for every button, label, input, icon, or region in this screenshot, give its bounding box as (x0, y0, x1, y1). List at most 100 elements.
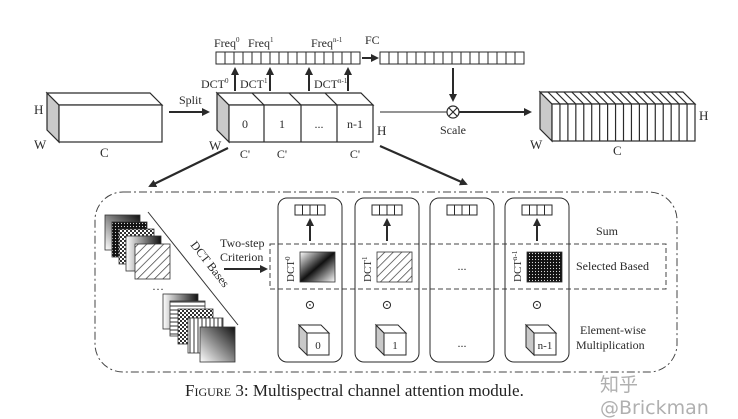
vector-cell (521, 204, 530, 216)
odot-icon: ⊙ (305, 297, 316, 312)
vector-cell (454, 204, 463, 216)
cube-ellipsis: ... (458, 336, 467, 350)
vector-cell (529, 204, 538, 216)
vector-cell (332, 51, 343, 65)
vector-cell (514, 51, 525, 65)
dct-arrows (231, 67, 352, 91)
caption-text: Multispectral channel attention module. (248, 381, 524, 400)
scale-label: Scale (440, 123, 466, 137)
criterion-label-1: Two-step (220, 236, 264, 250)
vector-cell (469, 51, 480, 65)
vector-cell (278, 51, 289, 65)
vector-cell (433, 51, 444, 65)
vector-cell (496, 51, 507, 65)
vector-cell (294, 204, 303, 216)
detail-column: DCT0⊙0 (277, 197, 343, 363)
vector-cell (296, 51, 307, 65)
vector-cell (442, 51, 453, 65)
freq-label-n-1: Freqn-1 (311, 36, 343, 50)
criterion-label-2: Criterion (220, 250, 263, 264)
input-w-label: W (34, 137, 47, 152)
input-c-label: C (100, 145, 109, 160)
vector-cell (317, 204, 326, 216)
dct-label-n-1: DCTn-1 (314, 77, 348, 91)
split-h-label: H (377, 123, 386, 138)
elementwise-label-1: Element-wise (580, 323, 646, 337)
split-w-label: W (209, 138, 222, 153)
vector-cell (415, 51, 426, 65)
vector-cell (505, 51, 516, 65)
channel-cube (383, 332, 407, 356)
detail-column: DCTn-1⊙n-1 (504, 197, 570, 363)
vector-cell (350, 51, 361, 65)
watermark: 知乎 @Brickman (600, 374, 709, 419)
column-dct-label: DCTn-1 (511, 250, 524, 282)
output-tensor (538, 90, 697, 143)
vector-cell (269, 51, 280, 65)
vector-cell (287, 51, 298, 65)
vector-cell (478, 51, 489, 65)
vector-cell (341, 51, 352, 65)
vector-cell (460, 51, 471, 65)
split-label: Split (179, 93, 202, 107)
vector-cell (302, 204, 311, 216)
split-part-n-1: n-1 (347, 117, 363, 131)
output-h-label: H (699, 108, 708, 123)
vector-cell (388, 51, 399, 65)
vector-cell (251, 51, 262, 65)
detail-panel (94, 191, 678, 373)
split-c-label-1: C' (277, 147, 287, 161)
vector-cell (544, 204, 553, 216)
odot-icon: ⊙ (382, 297, 393, 312)
vector-cell (224, 51, 235, 65)
selected-band (269, 243, 667, 290)
vector-cell (406, 51, 417, 65)
split-part-0: 0 (242, 117, 248, 131)
split-c-label-2: C' (350, 147, 360, 161)
channel-cube (306, 332, 330, 356)
vector-cell (451, 51, 462, 65)
dct-bases-bracket (147, 211, 239, 326)
column-box (429, 197, 495, 363)
vector-cell (461, 204, 470, 216)
vector-cell (469, 204, 478, 216)
vector-cell (260, 51, 271, 65)
column-box (277, 197, 343, 363)
dct-bases-stack (104, 214, 236, 363)
dct-basis-image (526, 251, 563, 283)
selected-label: Selected Based (576, 259, 649, 273)
split-part-ellipsis: ... (315, 117, 324, 131)
column-ellipsis: ... (458, 259, 467, 273)
vector-cell (424, 51, 435, 65)
vector-cell (305, 51, 316, 65)
dct-label-1: DCT1 (240, 77, 268, 91)
channel-cube (533, 332, 557, 356)
vector-cell (446, 204, 455, 216)
vector-cell (536, 204, 545, 216)
column-box (504, 197, 570, 363)
dct-label-0: DCT0 (201, 77, 229, 91)
freq-label-0: Freq0 (214, 36, 240, 50)
vector-cell (242, 51, 253, 65)
column-dct-label: DCT0 (284, 256, 297, 282)
frequency-vector (215, 51, 361, 65)
column-box (354, 197, 420, 363)
odot-icon: ⊙ (532, 297, 543, 312)
vector-cell (397, 51, 408, 65)
cube-label: 1 (392, 340, 398, 352)
dct-basis-image (299, 251, 336, 283)
detail-arrow-right (379, 144, 468, 186)
detail-column: DCT1⊙1 (354, 197, 420, 363)
fc-vector (379, 51, 525, 65)
input-h-label: H (34, 102, 43, 117)
split-part-1: 1 (279, 117, 285, 131)
scale-multiply-icon (446, 105, 460, 119)
vector-cell (371, 204, 380, 216)
vector-cell (314, 51, 325, 65)
caption-label: Figure 3: (185, 381, 249, 400)
vector-cell (309, 204, 318, 216)
detail-column: ...... (429, 197, 495, 363)
bases-ellipsis: … (152, 279, 164, 293)
elementwise-label-2: Multiplication (576, 338, 645, 352)
